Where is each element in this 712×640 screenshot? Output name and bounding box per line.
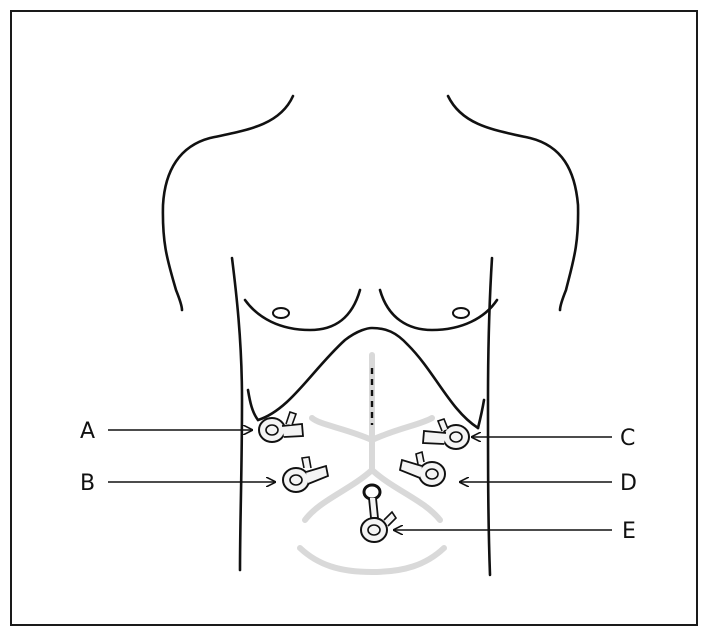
port-d: [398, 450, 446, 487]
port-e: [360, 483, 398, 543]
left-nipple: [272, 307, 290, 319]
figure-frame: [10, 10, 698, 626]
body-outline: [161, 94, 580, 577]
port-c: [422, 418, 470, 450]
label-c: C: [620, 426, 635, 451]
faint-anatomy: [297, 352, 447, 576]
label-a: A: [80, 419, 95, 444]
right-nipple: [452, 307, 470, 319]
label-e: E: [622, 519, 636, 544]
arrows: [108, 430, 612, 530]
port-b: [282, 456, 330, 493]
label-d: D: [620, 471, 637, 496]
port-a: [258, 410, 304, 443]
label-b: B: [80, 471, 95, 496]
